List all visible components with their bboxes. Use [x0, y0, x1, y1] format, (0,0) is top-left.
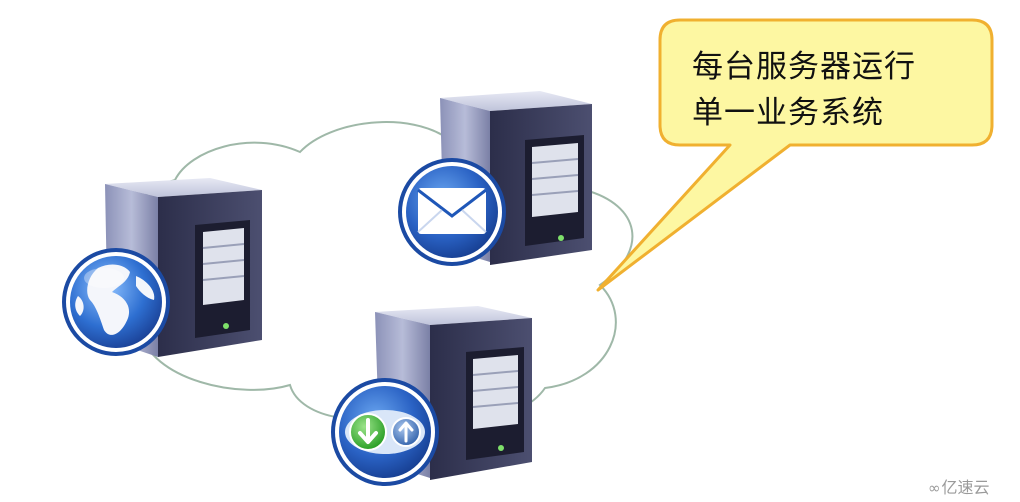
server-top-face [105, 178, 262, 197]
callout-text: 每台服务器运行 单一业务系统 [692, 44, 982, 136]
server-top-face [375, 306, 532, 325]
envelope-icon [398, 158, 506, 266]
server-top-face [440, 91, 592, 111]
watermark: ∞亿速云 [928, 474, 990, 498]
server-file-transfer [331, 306, 532, 486]
server-drive-panel [532, 143, 578, 217]
power-led [498, 445, 504, 451]
globe-icon [62, 248, 170, 356]
server-drive-panel [203, 228, 244, 305]
callout-line-2: 单一业务系统 [692, 95, 884, 131]
power-led [558, 235, 564, 241]
watermark-logo-icon: ∞ [928, 479, 941, 497]
server-mail [398, 91, 592, 266]
download-upload-icon [331, 378, 439, 486]
server-web [62, 178, 262, 357]
callout-bubble [596, 18, 994, 292]
server-drive-panel [473, 355, 518, 429]
watermark-text: 亿速云 [941, 478, 990, 497]
power-led [223, 323, 229, 329]
callout-line-1: 每台服务器运行 [692, 49, 916, 85]
